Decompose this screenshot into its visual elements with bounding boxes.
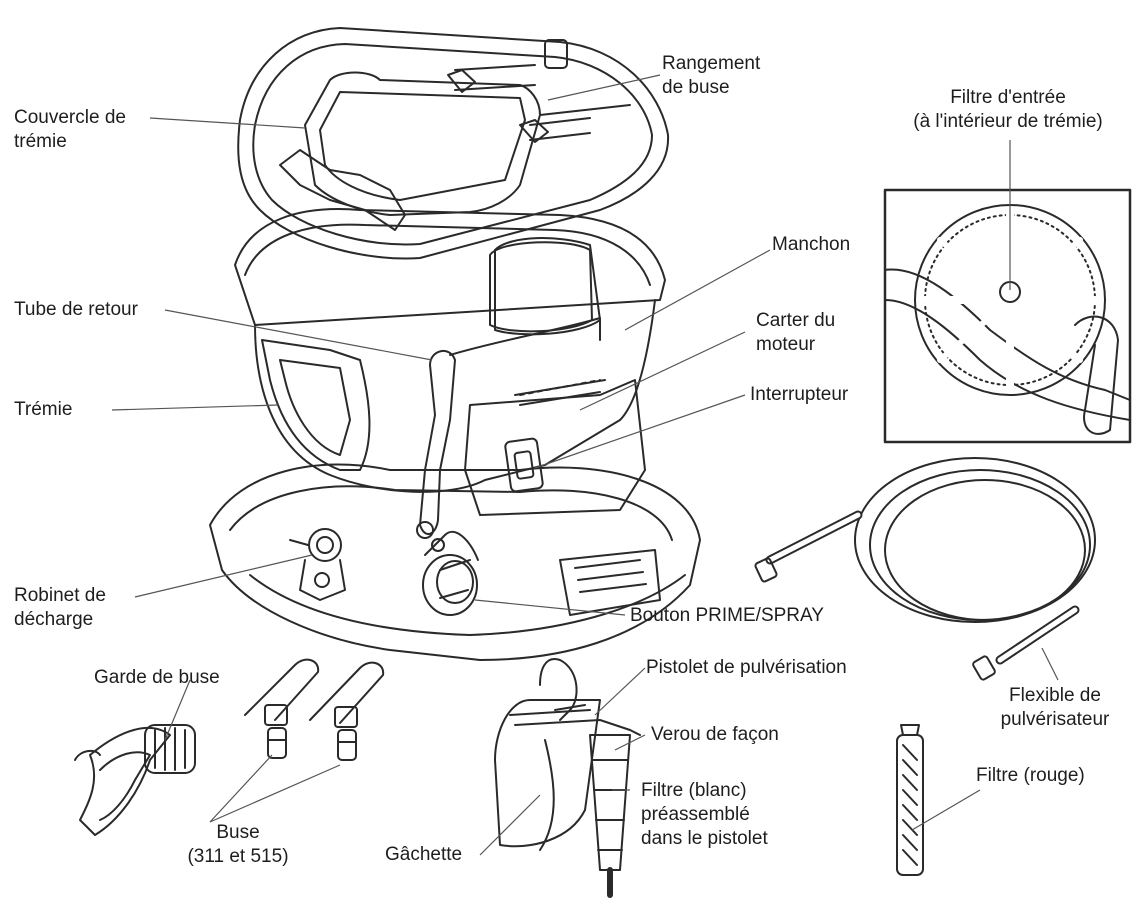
- spray-tip-515: [309, 661, 385, 761]
- label-tip-guard: Garde de buse: [94, 667, 220, 688]
- label-spray-hose: Flexible de pulvérisateur: [1000, 685, 1110, 730]
- prime-spray-knob: [422, 530, 479, 616]
- label-trigger-lock: Verou de façon: [651, 724, 779, 745]
- motor-housing: [464, 379, 646, 516]
- power-switch: [504, 437, 544, 493]
- label-switch: Interrupteur: [750, 384, 849, 405]
- tip-guard: [74, 724, 196, 836]
- spray-gun: [494, 658, 641, 898]
- leader-lines: [111, 74, 1059, 856]
- label-hopper-lid: Couvercle de trémie: [14, 107, 126, 152]
- return-tube: [416, 350, 456, 539]
- label-return-tube: Tube de retour: [14, 299, 138, 320]
- label-sleeve: Manchon: [772, 234, 851, 255]
- red-filter: [896, 724, 924, 876]
- drain-valve: [289, 528, 346, 601]
- sprayer-base: [209, 463, 701, 661]
- tip-storage: [447, 69, 549, 143]
- label-motor-housing: Carter du moteur: [756, 310, 836, 355]
- label-red-filter: Filtre (rouge): [976, 765, 1085, 786]
- spray-tip-311: [244, 658, 320, 759]
- hopper: [234, 208, 666, 493]
- spray-hose: [754, 457, 1096, 681]
- sleeve: [489, 241, 593, 333]
- label-prime-spray-knob: Bouton PRIME/SPRAY: [630, 605, 824, 626]
- label-hopper: Trémie: [14, 399, 73, 420]
- label-inlet-filter: Filtre d'entrée (à l'intérieur de trémie…: [913, 87, 1103, 132]
- label-trigger: Gâchette: [385, 844, 463, 865]
- hopper-lid: [237, 27, 670, 260]
- label-tip-storage: Rangement de buse: [662, 53, 761, 98]
- inlet-filter-inset: [883, 188, 1132, 444]
- label-drain-valve: Robinet de décharge: [14, 585, 106, 630]
- label-tips: Buse (311 et 515): [187, 822, 289, 867]
- label-spray-gun: Pistolet de pulvérisation: [646, 657, 847, 678]
- label-gun-filter: Filtre (blanc) préassemblé dans le pisto…: [641, 780, 768, 849]
